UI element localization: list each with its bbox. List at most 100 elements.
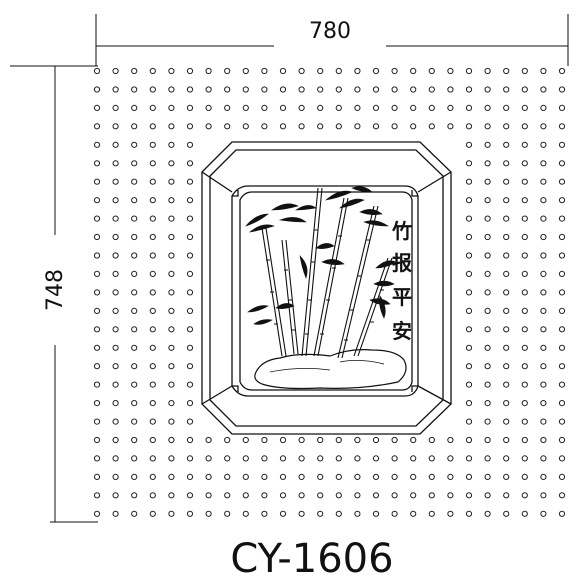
perforation-dot-grid bbox=[93, 67, 566, 517]
perforation-dot bbox=[131, 178, 138, 185]
perforation-dot bbox=[186, 363, 194, 370]
perforation-dot bbox=[112, 344, 119, 351]
perforation-dot bbox=[149, 86, 156, 93]
perforation-dot bbox=[354, 510, 361, 517]
perforation-dot bbox=[558, 67, 566, 75]
perforation-dot bbox=[558, 123, 566, 130]
perforation-dot bbox=[503, 252, 510, 259]
bevel-bl bbox=[201, 385, 233, 405]
perforation-dot bbox=[558, 418, 566, 425]
perforation-dot bbox=[93, 381, 101, 388]
perforation-dot bbox=[168, 67, 175, 75]
perforation-dot bbox=[186, 289, 194, 296]
perforation-dot bbox=[186, 178, 194, 185]
perforation-dot bbox=[112, 123, 119, 130]
perforation-dot bbox=[168, 381, 175, 388]
perforation-dot bbox=[186, 436, 194, 444]
perforation-dot bbox=[279, 86, 287, 93]
perforation-dot bbox=[465, 141, 473, 148]
perforation-dot bbox=[465, 363, 473, 370]
perforation-dot bbox=[168, 436, 175, 444]
perforation-dot bbox=[168, 418, 175, 425]
perforation-dot bbox=[484, 233, 491, 241]
perforation-dot bbox=[484, 215, 491, 222]
perforation-dot bbox=[112, 455, 119, 462]
perforation-dot bbox=[317, 104, 324, 112]
perforation-dot bbox=[131, 252, 138, 259]
perforation-dot bbox=[93, 418, 101, 425]
perforation-dot bbox=[521, 67, 528, 75]
perforation-dot bbox=[186, 104, 194, 112]
perforation-dot bbox=[335, 123, 342, 130]
perforation-dot bbox=[410, 104, 417, 112]
perforation-dot bbox=[372, 123, 380, 130]
perforation-dot bbox=[205, 510, 212, 517]
perforation-dot bbox=[558, 86, 566, 93]
perforation-dot bbox=[112, 436, 119, 444]
perforation-dot bbox=[484, 492, 491, 499]
perforation-dot bbox=[205, 436, 212, 444]
perforation-dot bbox=[540, 473, 547, 480]
perforation-dot bbox=[168, 455, 175, 462]
perforation-dot bbox=[521, 436, 528, 444]
perforation-dot bbox=[447, 123, 454, 130]
perforation-dot bbox=[391, 67, 398, 75]
perforation-dot bbox=[521, 307, 528, 314]
inscription-char-1: 竹 bbox=[391, 219, 412, 243]
perforation-dot bbox=[93, 215, 101, 222]
perforation-dot bbox=[521, 160, 528, 167]
perforation-dot bbox=[261, 67, 268, 75]
perforation-dot bbox=[465, 178, 473, 185]
perforation-dot bbox=[354, 455, 361, 462]
perforation-dot bbox=[131, 123, 138, 130]
perforation-dot bbox=[484, 455, 491, 462]
perforation-dot bbox=[186, 215, 194, 222]
perforation-dot bbox=[372, 473, 380, 480]
perforation-dot bbox=[186, 197, 194, 204]
perforation-dot bbox=[465, 344, 473, 351]
perforation-dot bbox=[540, 381, 547, 388]
perforation-dot bbox=[93, 197, 101, 204]
perforation-dot bbox=[503, 363, 510, 370]
perforation-dot bbox=[224, 473, 231, 480]
perforation-dot bbox=[503, 326, 510, 333]
perforation-dot bbox=[186, 381, 194, 388]
perforation-dot bbox=[149, 123, 156, 130]
perforation-dot bbox=[447, 455, 454, 462]
perforation-dot bbox=[205, 123, 212, 130]
perforation-dot bbox=[112, 363, 119, 370]
perforation-dot bbox=[93, 178, 101, 185]
inscription: 竹 报 平 安 bbox=[391, 219, 412, 343]
perforation-dot bbox=[391, 104, 398, 112]
perforation-dot bbox=[484, 86, 491, 93]
bevel-br bbox=[417, 385, 452, 405]
perforation-dot bbox=[93, 104, 101, 112]
rock-detail bbox=[269, 360, 385, 373]
perforation-dot bbox=[354, 473, 361, 480]
perforation-dot bbox=[447, 436, 454, 444]
perforation-dot bbox=[224, 104, 231, 112]
perforation-dot bbox=[112, 270, 119, 277]
perforation-dot bbox=[112, 492, 119, 499]
perforation-dot bbox=[391, 123, 398, 130]
perforation-dot bbox=[465, 123, 473, 130]
perforation-dot bbox=[465, 400, 473, 407]
perforation-dot bbox=[168, 326, 175, 333]
perforation-dot bbox=[149, 289, 156, 296]
perforation-dot bbox=[503, 307, 510, 314]
perforation-dot bbox=[131, 67, 138, 75]
corner-notch-tl bbox=[232, 190, 239, 197]
perforation-dot bbox=[410, 436, 417, 444]
perforation-dot bbox=[93, 455, 101, 462]
perforation-dot bbox=[298, 436, 305, 444]
perforation-dot bbox=[298, 473, 305, 480]
perforation-dot bbox=[93, 233, 101, 241]
perforation-dot bbox=[205, 455, 212, 462]
perforation-dot bbox=[168, 510, 175, 517]
perforation-dot bbox=[503, 436, 510, 444]
perforation-dot bbox=[298, 510, 305, 517]
perforation-dot bbox=[317, 436, 324, 444]
perforation-dot bbox=[93, 160, 101, 167]
perforation-dot bbox=[93, 67, 101, 75]
